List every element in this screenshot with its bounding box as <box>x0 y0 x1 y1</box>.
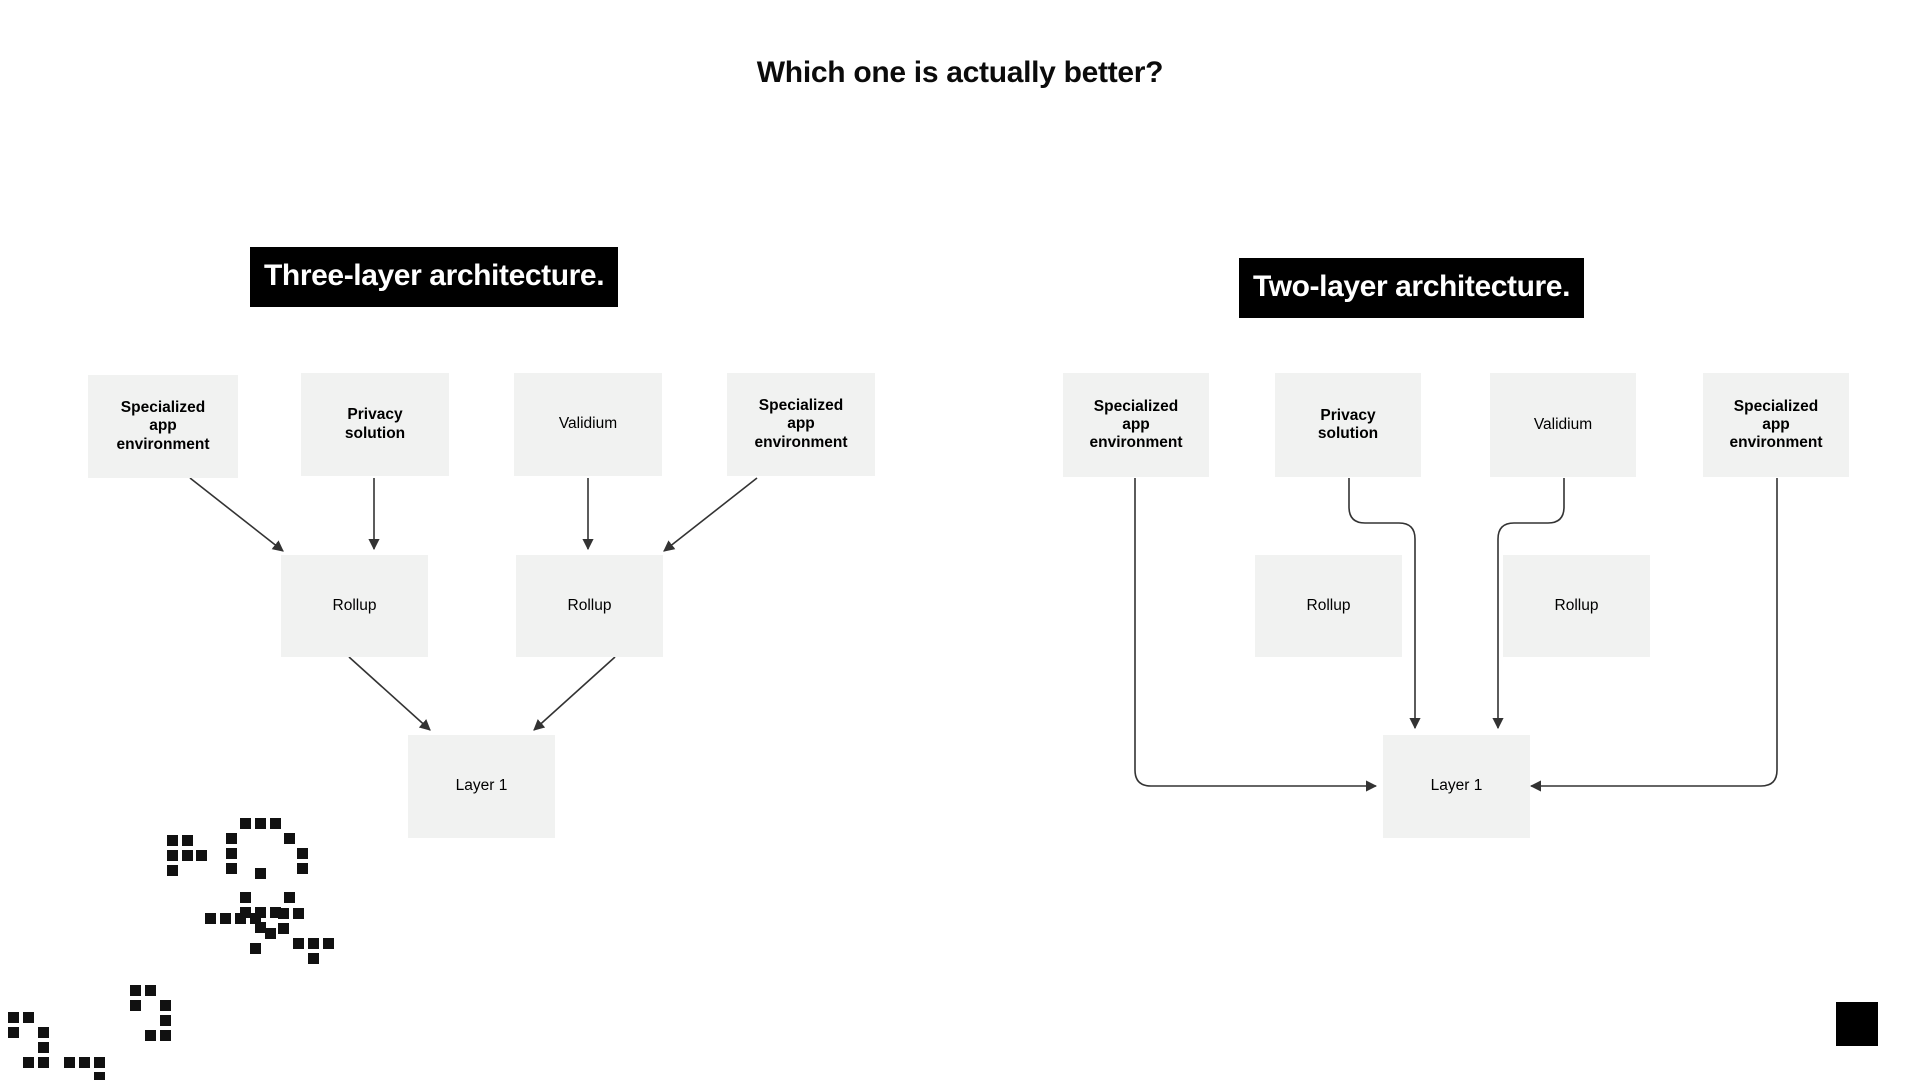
brand-logo-icon <box>1836 1002 1878 1046</box>
edge-rollup1-to-layer1 <box>348 656 431 731</box>
edge-appenv1-to-rollup1 <box>189 477 284 552</box>
decorative-pixel <box>226 833 237 844</box>
left-panel-banner: Three-layer architecture. <box>250 247 619 307</box>
decorative-pixel <box>297 863 308 874</box>
decorative-pixel <box>94 1072 105 1080</box>
decorative-pixel <box>23 1057 34 1068</box>
decorative-pixel <box>323 938 334 949</box>
right-node-rollup-2[interactable]: Rollup <box>1503 555 1650 657</box>
decorative-pixel <box>182 850 193 861</box>
decorative-pixel <box>255 868 266 879</box>
page-title: Which one is actually better? <box>756 56 1164 89</box>
decorative-pixel <box>167 835 178 846</box>
decorative-pixel <box>160 1015 171 1026</box>
edge-appenv2-to-rollup2 <box>663 477 758 552</box>
decorative-pixel <box>182 835 193 846</box>
decorative-pixel <box>250 913 261 924</box>
decorative-pixel <box>160 1030 171 1041</box>
node-label: Layer 1 <box>1430 777 1483 795</box>
decorative-pixel <box>38 1057 49 1068</box>
decorative-pixel <box>293 908 304 919</box>
decorative-pixel <box>265 928 276 939</box>
decorative-pixel <box>94 1057 105 1068</box>
node-label: Rollup <box>567 596 612 614</box>
left-node-layer-1[interactable]: Layer 1 <box>408 735 555 838</box>
decorative-pixel <box>278 908 289 919</box>
decorative-pixel <box>64 1057 75 1068</box>
decorative-pixel <box>38 1042 49 1053</box>
decorative-pixel <box>255 922 266 933</box>
decorative-pixel <box>226 848 237 859</box>
decorative-pixel <box>130 1000 141 1011</box>
decorative-pixel <box>8 1027 19 1038</box>
right-panel-banner: Two-layer architecture. <box>1239 258 1585 318</box>
decorative-pixel <box>167 865 178 876</box>
node-label: Layer 1 <box>455 777 508 795</box>
decorative-pixel <box>235 913 246 924</box>
left-node-rollup-1[interactable]: Rollup <box>281 555 428 657</box>
node-label: Rollup <box>1306 596 1351 614</box>
decorative-pixel <box>297 848 308 859</box>
decorative-pixel <box>160 1000 171 1011</box>
decorative-pixel <box>145 985 156 996</box>
decorative-pixel <box>167 850 178 861</box>
decorative-pixel <box>284 833 295 844</box>
decorative-pixel <box>278 923 289 934</box>
decorative-pixel <box>145 1030 156 1041</box>
left-node-rollup-2[interactable]: Rollup <box>516 555 663 657</box>
decorative-pixel <box>205 913 216 924</box>
edge-rollup2-to-layer1 <box>533 656 616 731</box>
node-label: Rollup <box>332 596 377 614</box>
decorative-pixel <box>270 907 281 918</box>
node-label: Validium <box>1533 415 1593 433</box>
decorative-pixel <box>196 850 207 861</box>
decorative-pixel <box>23 1012 34 1023</box>
decorative-pixel <box>240 892 251 903</box>
decorative-pixel <box>240 818 251 829</box>
decorative-pixel <box>240 907 251 918</box>
decorative-pixel <box>38 1027 49 1038</box>
node-label: Validium <box>558 415 618 433</box>
decorative-pixel <box>220 913 231 924</box>
decorative-pixel <box>130 985 141 996</box>
decorative-pixel <box>308 938 319 949</box>
decorative-pixel <box>250 943 261 954</box>
decorative-pixel <box>8 1012 19 1023</box>
decorative-pixel <box>79 1057 90 1068</box>
right-node-validium[interactable]: Validium <box>1490 373 1636 477</box>
node-label: Rollup <box>1554 596 1599 614</box>
right-node-layer-1[interactable]: Layer 1 <box>1383 735 1530 838</box>
decorative-pixel <box>255 818 266 829</box>
decorative-pixel <box>293 938 304 949</box>
left-node-validium[interactable]: Validium <box>514 373 662 476</box>
left-diagram-edges <box>189 477 758 731</box>
decorative-pixel <box>270 818 281 829</box>
decorative-pixel <box>308 953 319 964</box>
right-node-rollup-1[interactable]: Rollup <box>1255 555 1402 657</box>
decorative-pixel <box>226 863 237 874</box>
decorative-pixel <box>284 892 295 903</box>
decorative-pixel <box>255 907 266 918</box>
